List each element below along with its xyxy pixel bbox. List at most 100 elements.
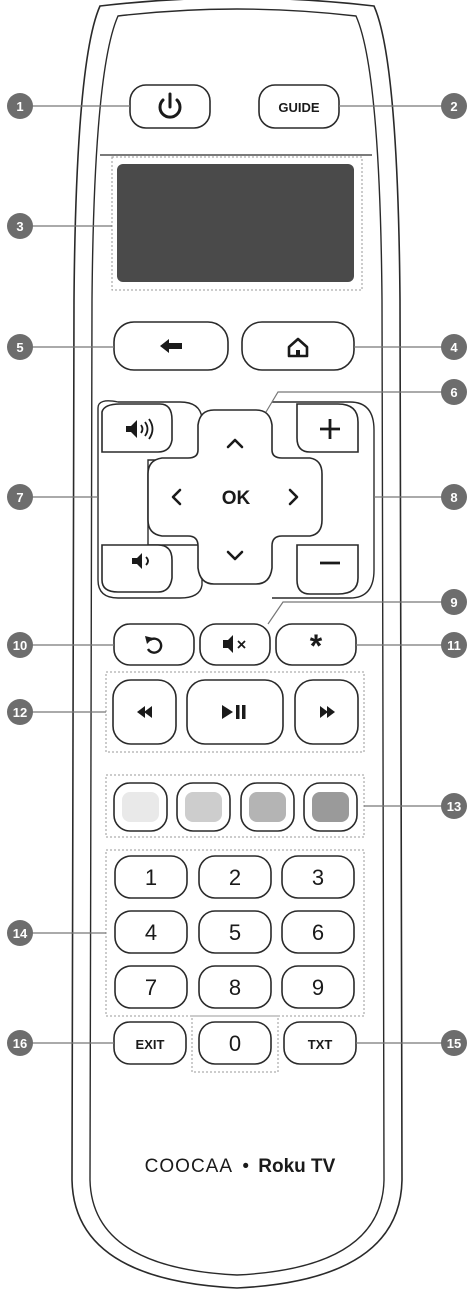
power-button[interactable]: [129, 84, 211, 129]
volume-up-icon: [126, 418, 154, 440]
zero-frame: [191, 1015, 279, 1073]
digit-button[interactable]: 5: [198, 910, 272, 954]
channel-rocker-frame: [272, 401, 375, 599]
replay-button[interactable]: [113, 623, 195, 666]
brand-coocaa: COOCAA: [145, 1156, 233, 1177]
callout-number: 11: [447, 638, 461, 653]
power-icon: [158, 92, 182, 119]
txt-label: TXT: [308, 1037, 333, 1052]
digit-button[interactable]: 2: [198, 855, 272, 899]
chevron-up-icon[interactable]: [226, 438, 244, 449]
callout-number: 14: [13, 926, 28, 941]
digit-label: 2: [229, 865, 241, 890]
digit-label: 0: [229, 1031, 241, 1056]
callout-14: 14: [7, 920, 106, 946]
digit-label: 1: [145, 865, 157, 890]
digit-label: 4: [145, 920, 157, 945]
mute-button[interactable]: [199, 623, 271, 666]
color-key-2[interactable]: [176, 782, 231, 832]
guide-button[interactable]: GUIDE: [258, 84, 340, 129]
volume-down-icon: [132, 553, 149, 569]
channel-down-button[interactable]: [296, 544, 359, 595]
digit-label: 9: [312, 975, 324, 1000]
ok-button[interactable]: OK: [222, 488, 251, 509]
play-pause-icon: [222, 705, 246, 719]
digit-button[interactable]: 7: [114, 965, 188, 1009]
play-pause-button[interactable]: [186, 679, 284, 745]
callout-number: 5: [16, 340, 23, 355]
callout-6: 6: [265, 379, 467, 413]
callout-number: 8: [450, 490, 457, 505]
guide-label: GUIDE: [278, 100, 320, 115]
digit-label: 8: [229, 975, 241, 1000]
digit-button[interactable]: 8: [198, 965, 272, 1009]
mute-icon: [223, 635, 246, 653]
callout-number: 3: [16, 219, 23, 234]
star-label: *: [310, 628, 323, 664]
callout-12: 12: [7, 699, 106, 725]
callout-number: 13: [447, 799, 461, 814]
volume-up-button[interactable]: [101, 403, 173, 453]
callout-9: 9: [267, 589, 467, 625]
chevron-right-icon[interactable]: [288, 488, 299, 506]
callout-number: 10: [13, 638, 27, 653]
svg-text:COOCAA • Roku TV: COOCAA • Roku TV: [145, 1156, 336, 1177]
channel-up-button[interactable]: [296, 403, 359, 453]
home-icon: [287, 337, 309, 358]
digit-label: 6: [312, 920, 324, 945]
exit-button[interactable]: EXIT: [113, 1021, 187, 1065]
brand-roku: Roku TV: [258, 1156, 335, 1177]
callout-11: 11: [356, 632, 467, 658]
numeric-keypad: 1 2 3 4 5 6 7 8 9 0: [114, 855, 355, 1065]
callout-number: 15: [447, 1036, 461, 1051]
callout-number: 2: [450, 99, 457, 114]
callout-10: 10: [7, 632, 114, 658]
digit-label: 5: [229, 920, 241, 945]
back-arrow-icon: [160, 339, 182, 353]
fast-forward-button[interactable]: [294, 679, 359, 745]
volume-down-button[interactable]: [101, 544, 173, 593]
rewind-icon: [137, 706, 152, 718]
callout-16: 16: [7, 1030, 114, 1056]
digit-button[interactable]: 9: [281, 965, 355, 1009]
callout-4: 4: [354, 334, 467, 360]
screen-frame: [111, 156, 363, 291]
dpad[interactable]: [147, 409, 323, 585]
callout-13: 13: [364, 793, 467, 819]
chevron-left-icon[interactable]: [171, 488, 182, 506]
chevron-down-icon[interactable]: [226, 550, 244, 561]
rewind-button[interactable]: [112, 679, 177, 745]
digit-button[interactable]: 6: [281, 910, 355, 954]
color-key-1[interactable]: [113, 782, 168, 832]
exit-label: EXIT: [136, 1037, 165, 1052]
color-keys: [113, 782, 358, 832]
back-button[interactable]: [113, 321, 229, 371]
plus-icon: [320, 419, 340, 439]
fast-forward-icon: [320, 706, 335, 718]
star-button[interactable]: *: [275, 623, 357, 666]
replay-icon: [145, 636, 163, 654]
callout-number: 12: [13, 705, 27, 720]
callout-number: 6: [450, 385, 457, 400]
digit-label: 7: [145, 975, 157, 1000]
callout-7: 7: [7, 484, 98, 510]
callout-5: 5: [7, 334, 114, 360]
color-key-4[interactable]: [303, 782, 358, 832]
txt-button[interactable]: TXT: [283, 1021, 357, 1065]
brand-logo: COOCAA • Roku TV: [145, 1156, 336, 1177]
color-key-3[interactable]: [240, 782, 295, 832]
digit-button[interactable]: 0: [198, 1021, 272, 1065]
digit-button[interactable]: 4: [114, 910, 188, 954]
callout-number: 9: [450, 595, 457, 610]
callout-1: 1: [7, 93, 130, 119]
digit-button[interactable]: 3: [281, 855, 355, 899]
home-button[interactable]: [241, 321, 355, 371]
callout-2: 2: [339, 93, 467, 119]
callout-8: 8: [374, 484, 467, 510]
callout-number: 1: [16, 99, 23, 114]
display-screen: [117, 164, 354, 282]
digit-button[interactable]: 1: [114, 855, 188, 899]
